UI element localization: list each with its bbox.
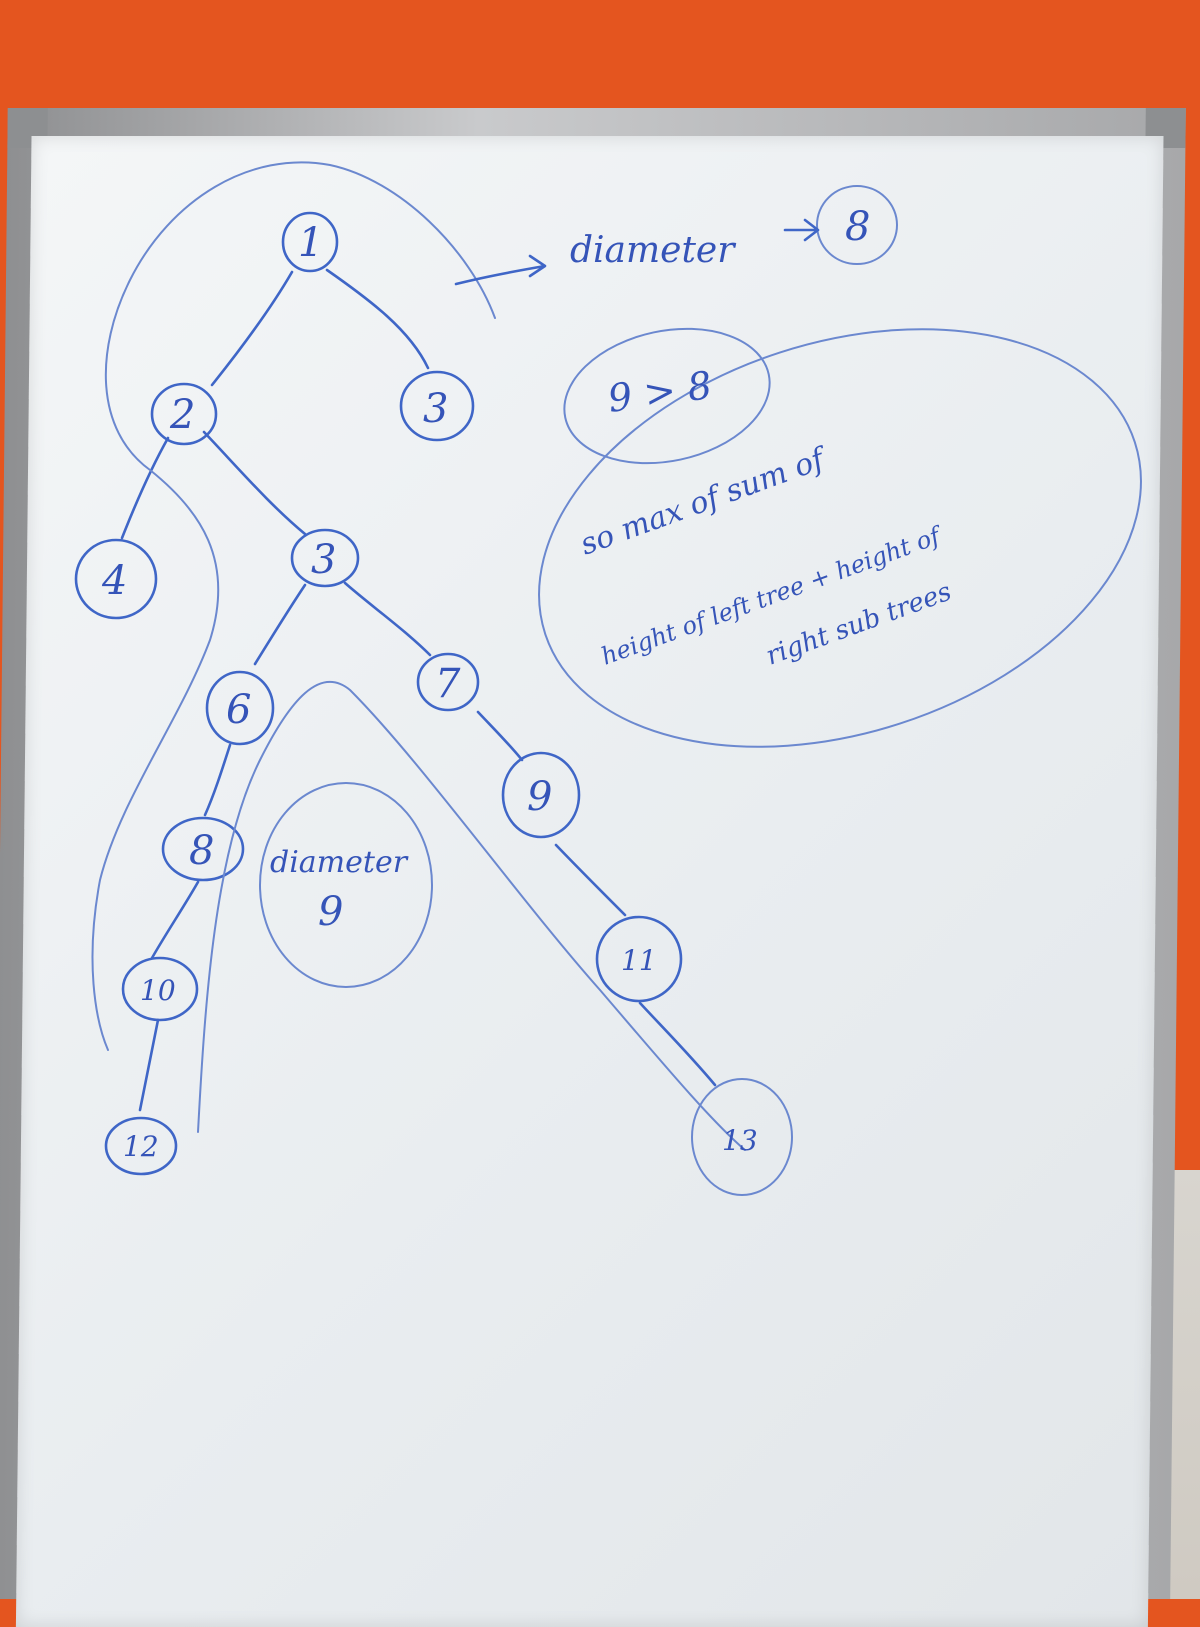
node-label-2: 2: [169, 392, 195, 438]
diameter-top-value: 8: [845, 204, 870, 250]
diameter-inner-value: 9: [318, 889, 343, 935]
node-10-circle: [121, 956, 199, 1022]
outer-diameter-loop: [91, 161, 496, 1051]
tree-edges: [120, 268, 717, 1112]
node-7-circle: [416, 652, 480, 712]
node-label-9: 9: [527, 774, 552, 820]
node-2-circle: [150, 382, 218, 446]
node-label-13: 13: [722, 1124, 758, 1157]
arrow-icon: [454, 254, 547, 286]
node-3b-circle: [290, 528, 360, 588]
node-label-10: 10: [140, 974, 176, 1007]
node-6-circle: [205, 670, 275, 746]
tree-node-labels: 1 2 3 4 3 6 7 9 8 10 11 12 13: [101, 220, 758, 1163]
diameter-loops: [91, 161, 1142, 1151]
node-12-circle: [104, 1116, 178, 1176]
comparison-note: 9 > 8: [605, 363, 714, 421]
diameter-top-label: diameter: [570, 230, 736, 271]
node-label-4: 4: [101, 558, 127, 604]
node-label-1: 1: [298, 220, 323, 266]
node-9-circle: [501, 751, 581, 839]
node-3a-circle: [399, 370, 475, 442]
node-1-circle: [281, 211, 339, 273]
node-label-11: 11: [621, 944, 657, 977]
node-11-circle: [595, 915, 683, 1003]
node-label-6: 6: [226, 687, 251, 733]
node-label-12: 12: [123, 1130, 159, 1163]
node-13-circle: [691, 1078, 793, 1196]
whiteboard-notes: diameter 8 9 > 8 so max of sum of height…: [270, 204, 955, 935]
diameter-value-circle: [816, 185, 898, 265]
node-8-circle: [161, 816, 245, 882]
node-label-3b: 3: [311, 537, 336, 583]
arrow-small-icon: [783, 218, 820, 242]
diameter-inner-label: diameter: [270, 845, 409, 880]
comparison-loop: [563, 327, 771, 465]
node-label-7: 7: [435, 661, 461, 707]
explanation-loop: [538, 328, 1142, 748]
tree-node-circles: [74, 211, 793, 1196]
node-label-8: 8: [189, 828, 214, 874]
node-label-3a: 3: [423, 386, 448, 432]
inner-diameter-loop: [197, 680, 746, 1151]
node-4-circle: [74, 538, 158, 620]
inner-diameter-note-loop: [259, 782, 433, 988]
